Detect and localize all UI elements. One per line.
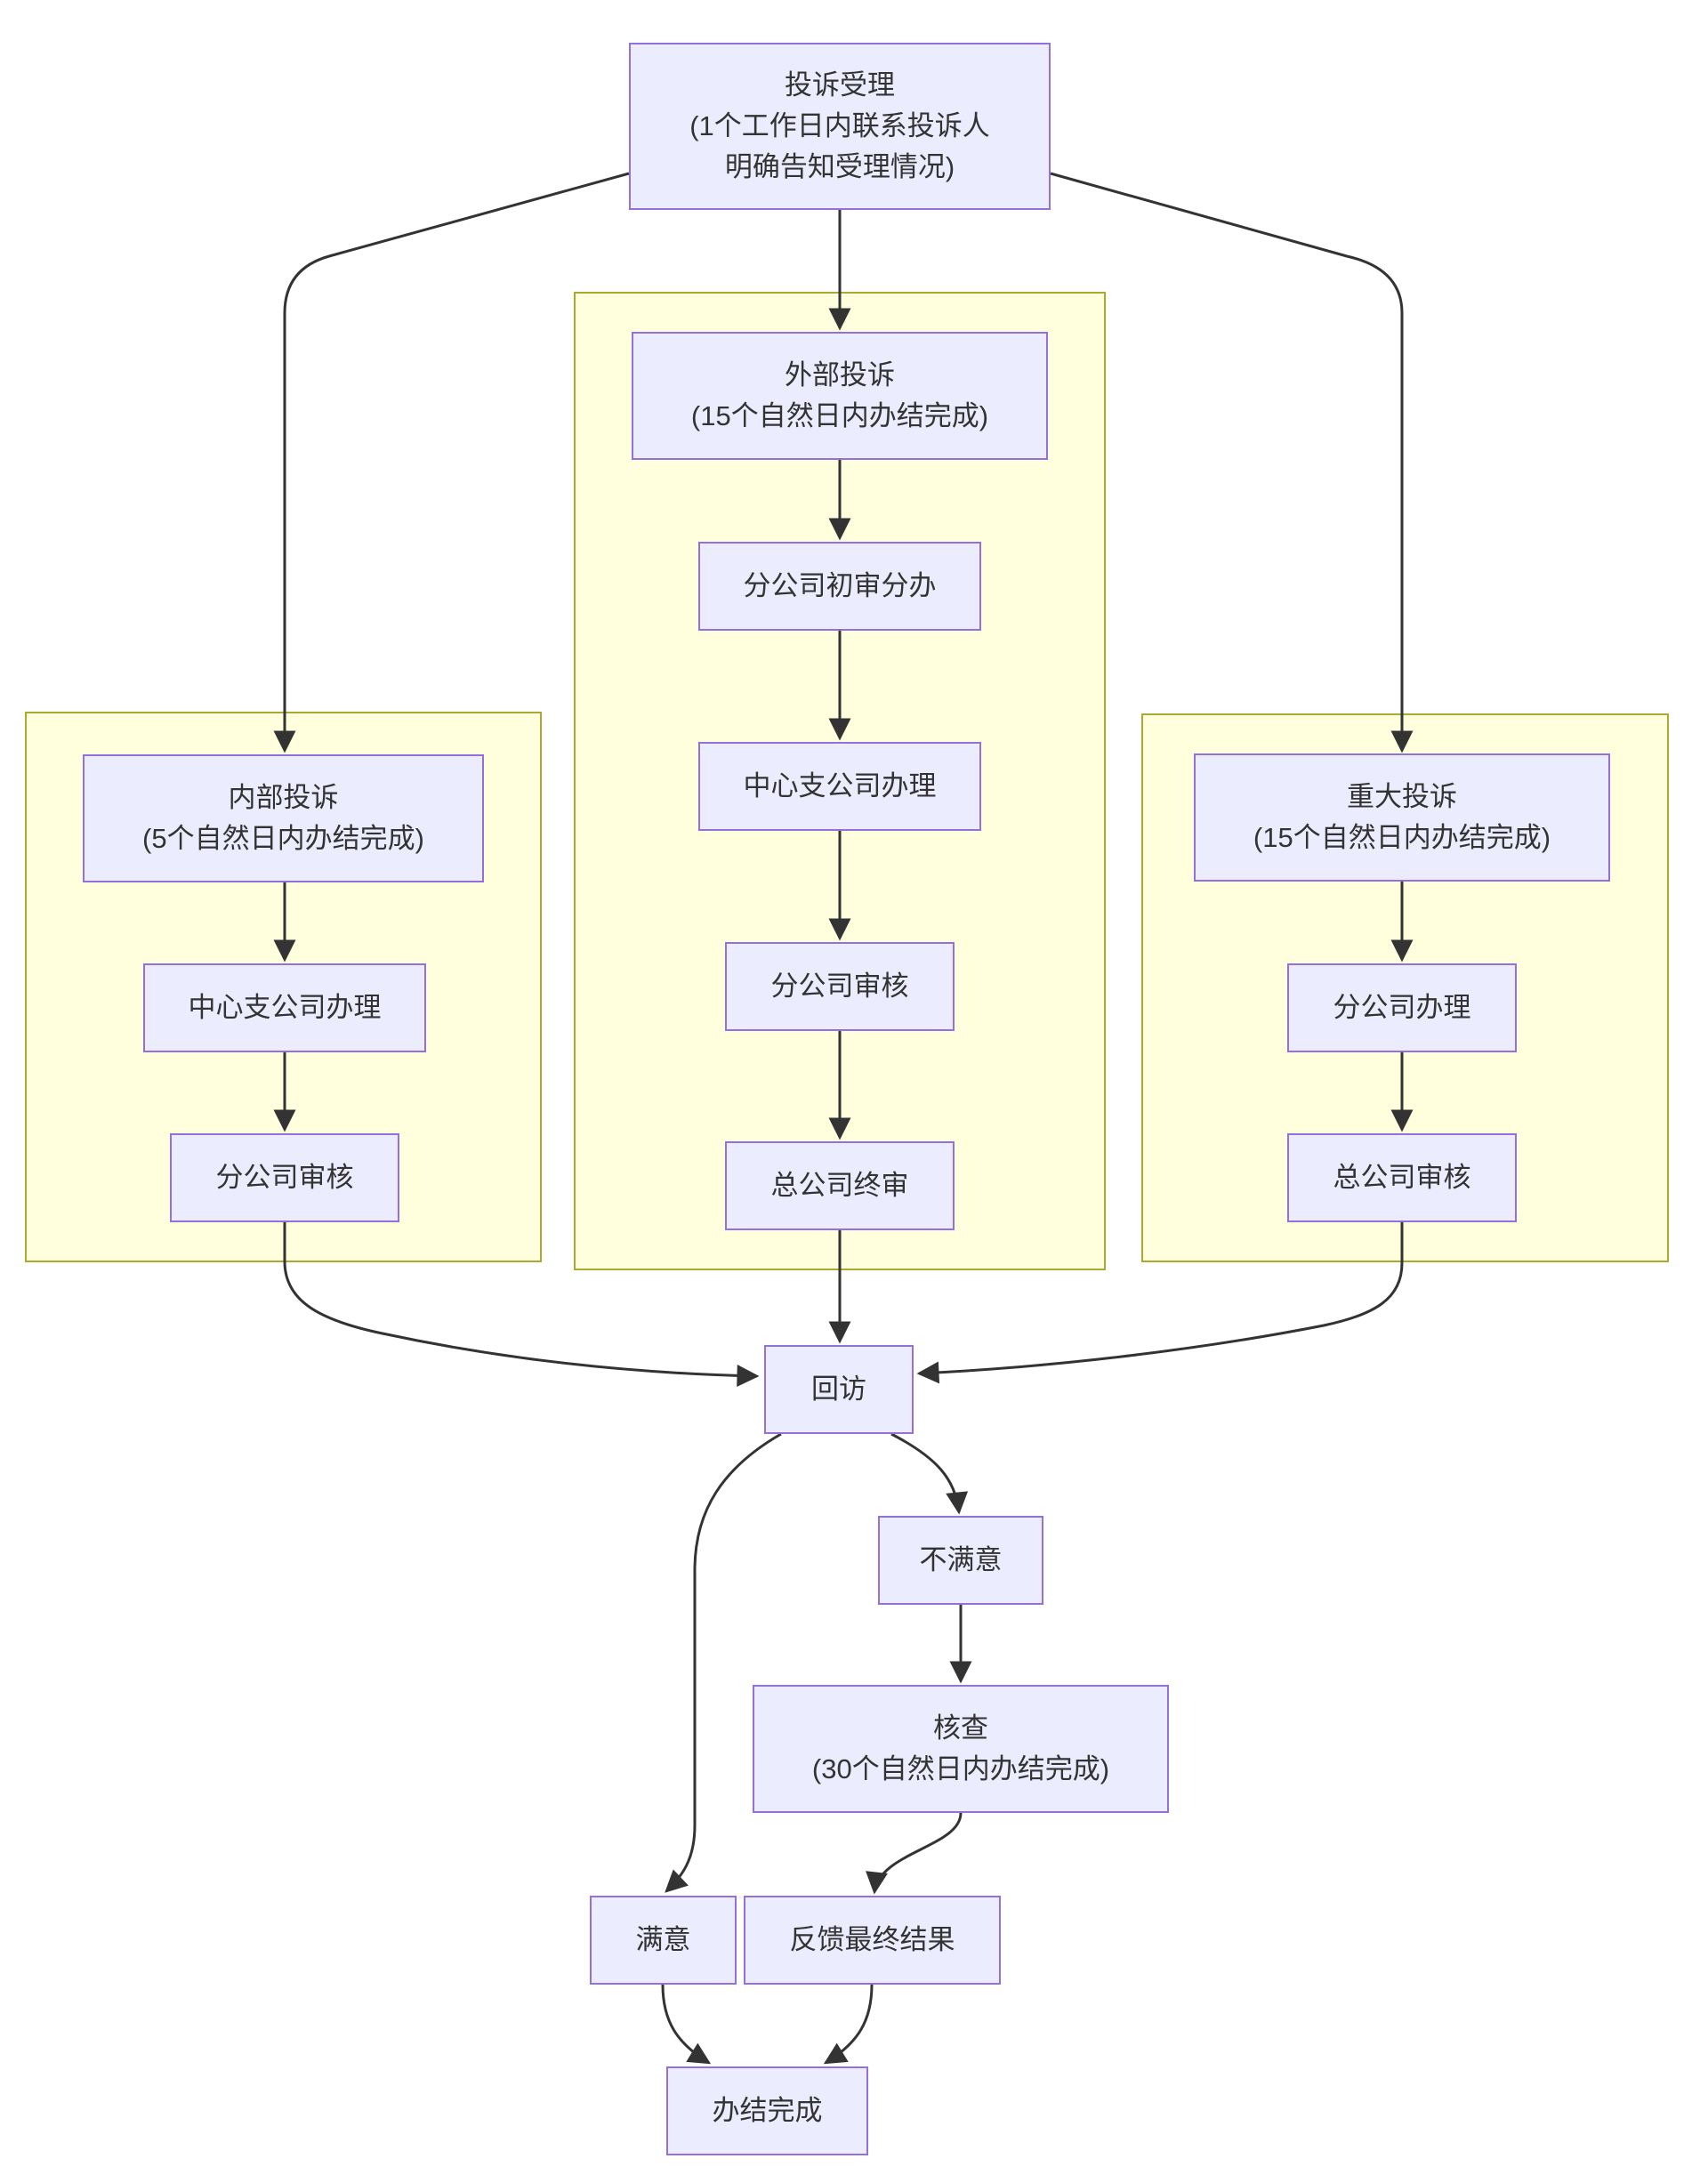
edge-verify-to-feedback [866, 1812, 963, 1895]
node-internal-complaint: 内部投诉 (5个自然日内办结完成) [83, 754, 484, 882]
node-branch-review-left: 分公司审核 [170, 1133, 399, 1222]
node-branch-initial-review: 分公司初审分办 [698, 542, 981, 631]
node-unsatisfied: 不满意 [878, 1516, 1043, 1605]
node-complaint-acceptance: 投诉受理 (1个工作日内联系投诉人 明确告知受理情况) [629, 43, 1051, 210]
node-branch-review-mid: 分公司审核 [725, 942, 955, 1031]
node-central-sub-branch-handle-left: 中心支公司办理 [143, 963, 426, 1052]
node-verification: 核查 (30个自然日内办结完成) [753, 1685, 1169, 1813]
node-hq-review-right: 总公司审核 [1287, 1133, 1517, 1222]
node-external-complaint: 外部投诉 (15个自然日内办结完成) [632, 332, 1048, 460]
node-central-sub-branch-handle-mid: 中心支公司办理 [698, 742, 981, 831]
node-satisfied: 满意 [590, 1896, 737, 1985]
node-branch-handle-right: 分公司办理 [1287, 963, 1517, 1052]
node-completed: 办结完成 [666, 2066, 868, 2155]
edge-visit-to-satisfied [665, 1432, 782, 1893]
node-hq-final-review: 总公司终审 [725, 1141, 955, 1230]
edge-satisfied-to-done [661, 1984, 712, 2065]
node-follow-up-visit: 回访 [764, 1345, 914, 1434]
edge-visit-to-unsatisfied [890, 1432, 969, 1515]
node-feedback-final-result: 反馈最终结果 [744, 1896, 1001, 1985]
edge-feedback-to-done [823, 1984, 874, 2065]
node-major-complaint: 重大投诉 (15个自然日内办结完成) [1194, 753, 1610, 882]
